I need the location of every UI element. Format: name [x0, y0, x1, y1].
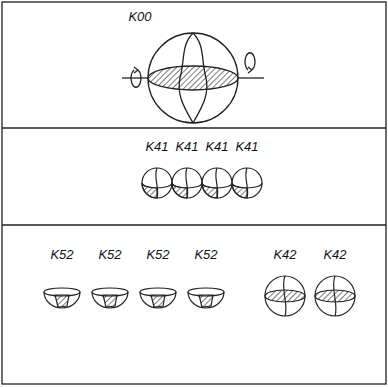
- equator-section: [148, 66, 238, 90]
- outline: [265, 276, 305, 316]
- equator: [172, 183, 202, 188]
- equator: [232, 183, 262, 188]
- meridian: [333, 276, 336, 316]
- outline: [202, 168, 232, 198]
- rotation-arrow: [131, 70, 141, 87]
- bowl-piece: [44, 288, 80, 308]
- meridian: [179, 33, 193, 123]
- frame: [2, 2, 386, 384]
- part-label: K42: [273, 248, 296, 261]
- bowl-piece: [92, 288, 128, 308]
- panel-divider: [2, 224, 386, 225]
- outline: [315, 276, 355, 316]
- outline: [172, 168, 202, 198]
- panel-divider: [2, 127, 386, 128]
- equator: [202, 183, 232, 188]
- section: [151, 295, 165, 307]
- sphere-piece: [265, 276, 305, 316]
- sphere-piece: [315, 276, 355, 316]
- part-label: K41: [175, 140, 198, 153]
- rotation-arrow: [245, 53, 255, 70]
- rotation-arrow: [134, 67, 138, 73]
- meridian: [216, 168, 218, 198]
- equator: [142, 183, 172, 188]
- bowl-piece: [140, 288, 176, 308]
- sphere-outline: [148, 33, 238, 123]
- sphere: [122, 33, 264, 123]
- quarter-sphere: [232, 168, 262, 198]
- rim: [140, 288, 176, 296]
- part-label: K52: [98, 248, 121, 261]
- quarter-sphere: [202, 168, 232, 198]
- meridian: [283, 276, 286, 316]
- section: [55, 295, 69, 307]
- section: [199, 295, 213, 307]
- bowl-piece: [188, 288, 224, 308]
- rim: [44, 288, 80, 296]
- quarter-sphere: [172, 168, 202, 198]
- part-label: K42: [323, 248, 346, 261]
- part-label: K52: [146, 248, 169, 261]
- quarter-sphere: [142, 168, 172, 198]
- part-label: K41: [235, 140, 258, 153]
- rotation-arrow: [248, 67, 252, 73]
- section: [103, 295, 117, 307]
- axis: [122, 77, 148, 78]
- meridian: [246, 168, 248, 198]
- meridian: [186, 168, 188, 198]
- axis: [238, 77, 264, 78]
- meridian: [156, 168, 158, 198]
- part-label: K00: [128, 10, 151, 23]
- part-label: K41: [205, 140, 228, 153]
- rim: [188, 288, 224, 296]
- outline: [142, 168, 172, 198]
- part-label: K41: [145, 140, 168, 153]
- meridian: [193, 33, 207, 123]
- part-label: K52: [194, 248, 217, 261]
- part-label: K52: [50, 248, 73, 261]
- rim: [92, 288, 128, 296]
- outline: [232, 168, 262, 198]
